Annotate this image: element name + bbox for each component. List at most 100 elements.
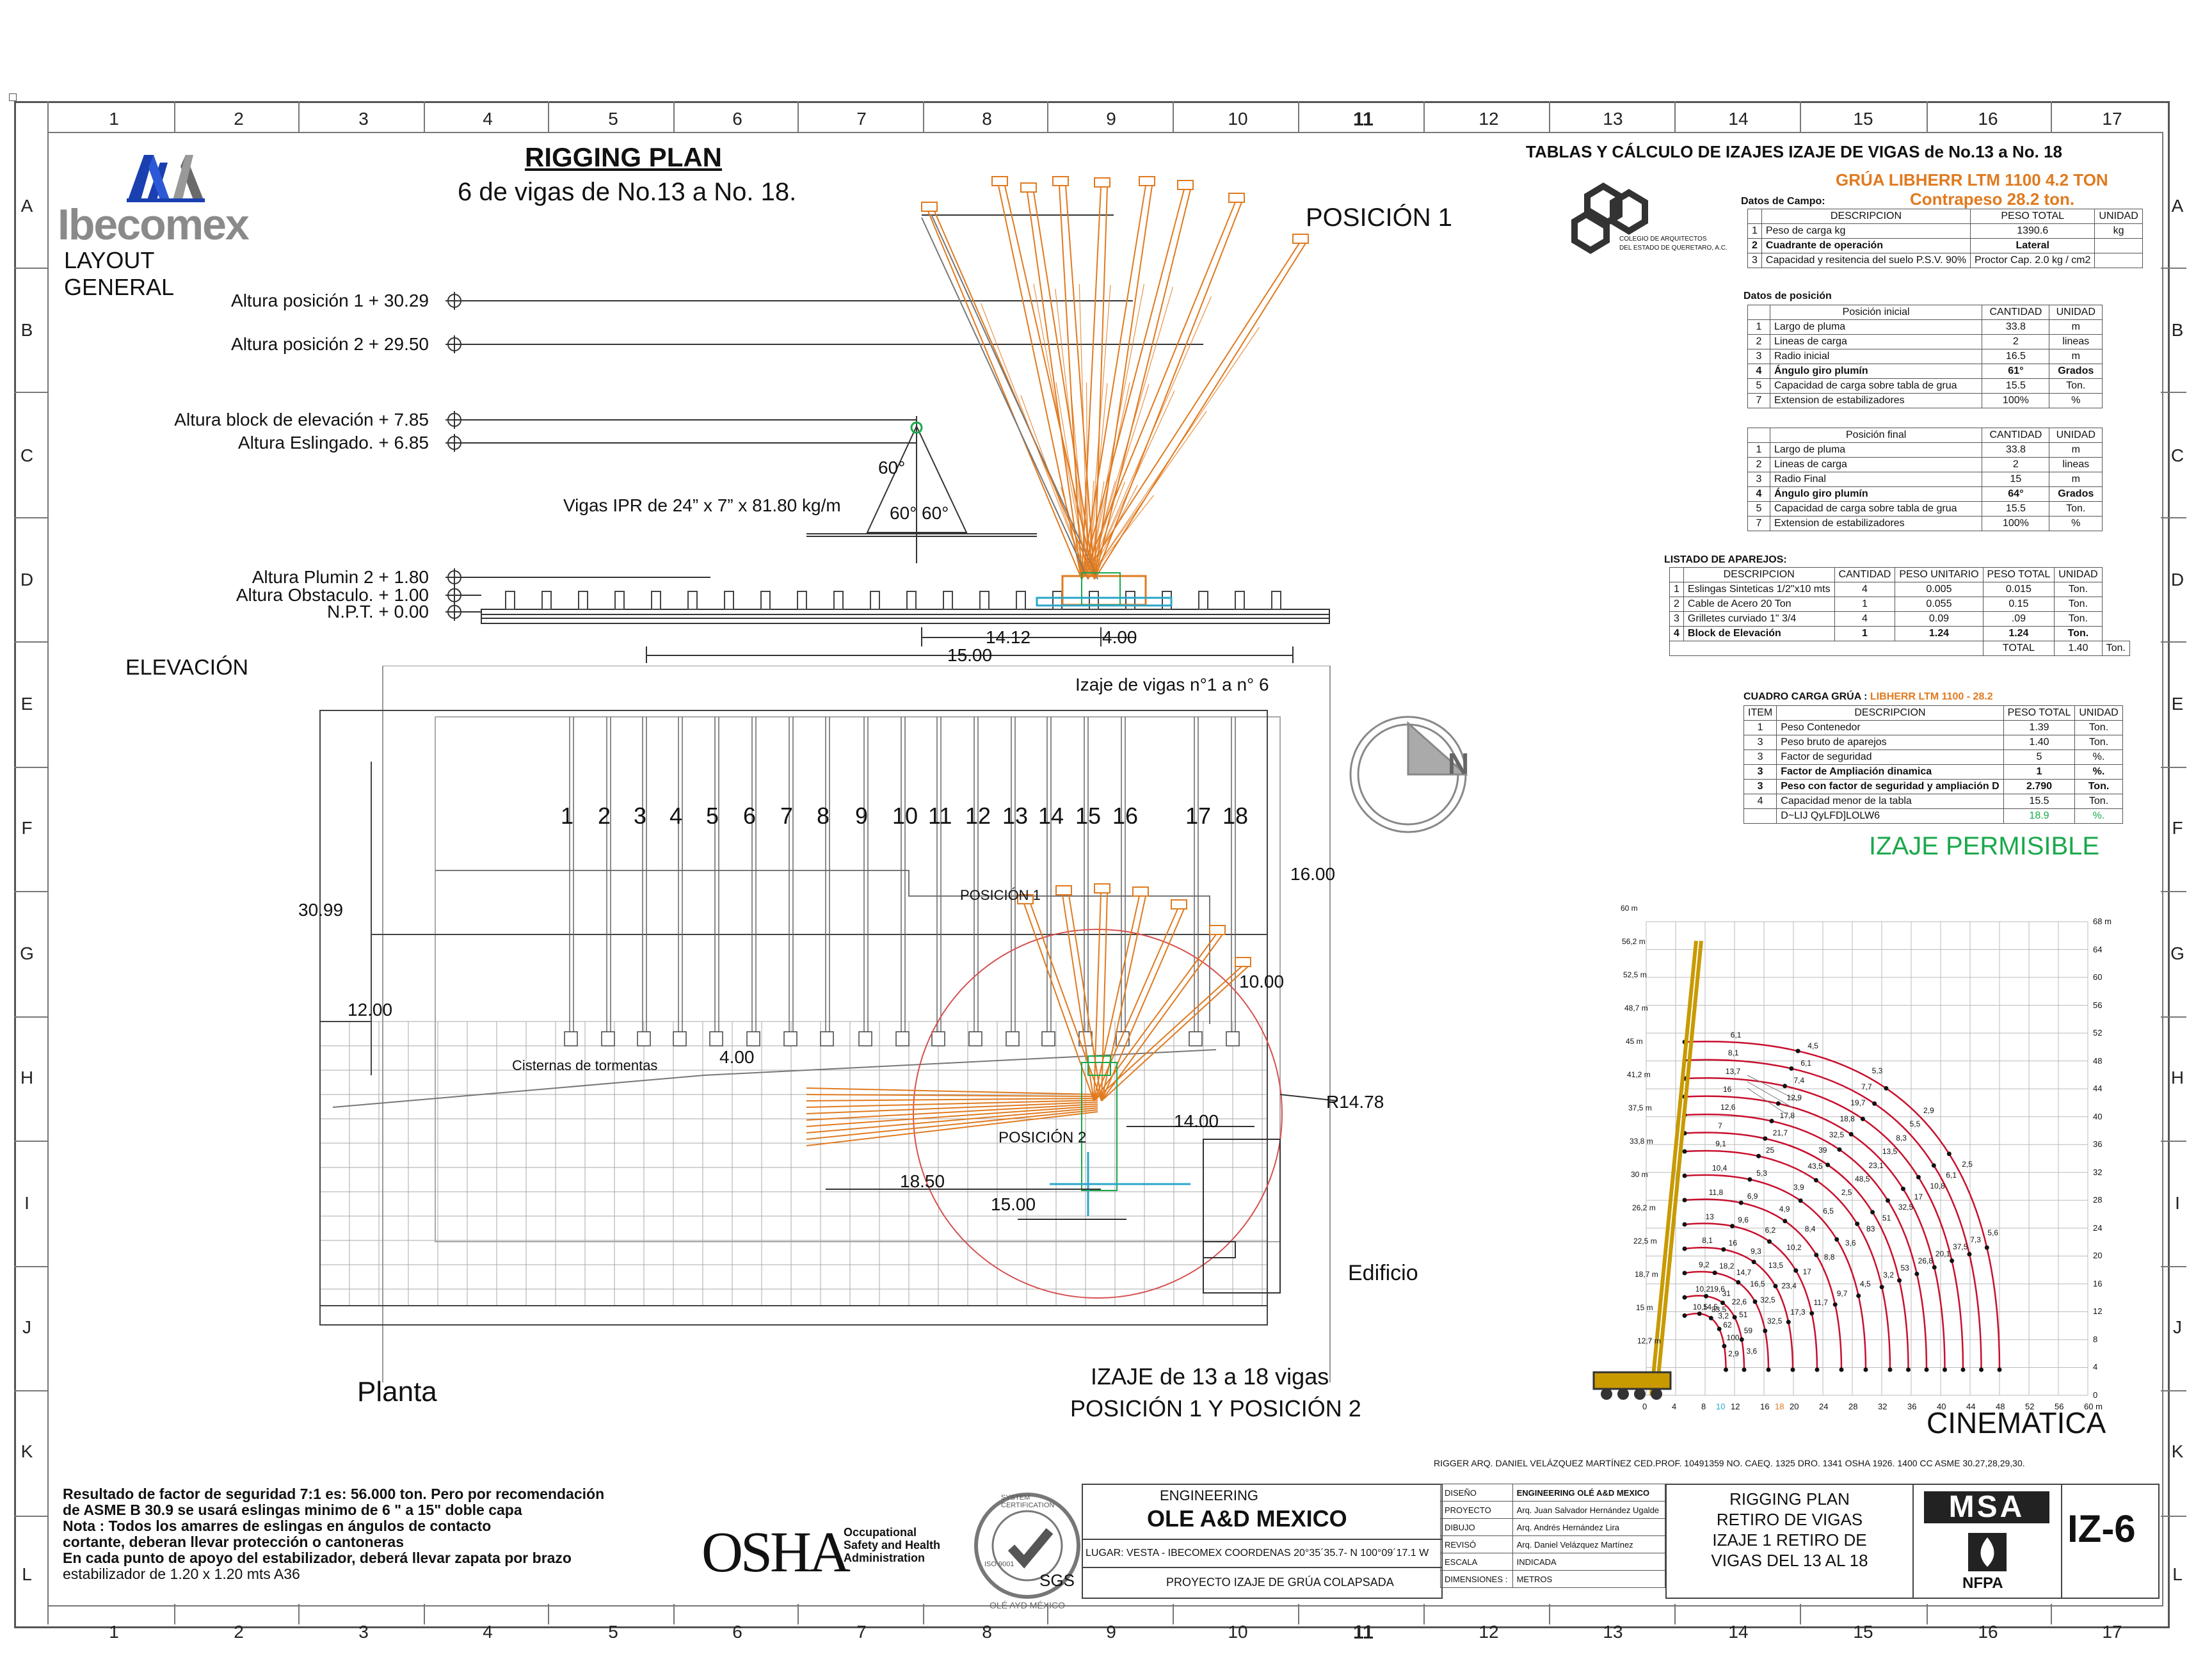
load-value-label: 18,2 (1719, 1262, 1735, 1271)
table-cell: 4 (1834, 582, 1896, 597)
table-cell: 1.40 (2003, 735, 2076, 750)
grid-row-right-G: G (2170, 943, 2184, 963)
counterweight-label: Contrapeso 28.2 ton. (1910, 189, 2075, 209)
x-tick-label: 60 m (2084, 1402, 2103, 1411)
grid-col-bottom-16: 16 (1978, 1622, 1998, 1642)
layout-general-label: LAYOUT GENERAL (64, 247, 175, 300)
table-cell: Extension de estabilizadores (1769, 393, 1983, 408)
table-cell: 1 (1747, 223, 1762, 239)
table-row: DIMENSIONES :METROS (1440, 1570, 1666, 1588)
grid-col-top-14: 14 (1728, 109, 1749, 129)
load-value-label: 51 (1739, 1310, 1748, 1319)
table-cell: Extension de estabilizadores (1769, 516, 1983, 531)
grid-col-bottom-14: 14 (1728, 1622, 1749, 1642)
load-value-label: 16,5 (1750, 1279, 1765, 1288)
table-cell: 15.5 (2003, 794, 2076, 809)
grid-row-right-D: D (2170, 570, 2184, 589)
load-value-label: 6,2 (1765, 1225, 1776, 1235)
grid-row-left-B: B (20, 320, 33, 340)
msa-logo: MSA (1924, 1491, 2049, 1523)
load-value-label: 21,7 (1772, 1128, 1788, 1137)
load-title-crane: LIBHERR LTM 1100 - 28.2 (1870, 691, 1993, 702)
beam-spec-label: Vigas IPR de 24” x 7” x 81.80 kg/m (563, 495, 841, 515)
table-cell: UNIDAD (2049, 428, 2103, 443)
load-value-label: 6,1 (1800, 1058, 1812, 1068)
x-tick-label: 12 (1731, 1402, 1740, 1411)
cisterns-label: Cisternas de tormentas (512, 1057, 658, 1073)
y-tick-label: 48 (2093, 1055, 2103, 1066)
load-value-label: 4,5 (1860, 1279, 1871, 1289)
iso-label: ISO 9001 (984, 1560, 1014, 1568)
table-cell: %. (2074, 764, 2123, 780)
beam-number-5: 5 (706, 803, 719, 829)
table-cell: UNIDAD (2049, 305, 2103, 320)
table-cell: 16.5 (1982, 349, 2050, 364)
table-cell (1743, 808, 1777, 824)
load-value-label: 19,7 (1850, 1098, 1866, 1107)
table-cell: 2 (1747, 334, 1770, 349)
drawing-area (47, 132, 2163, 1607)
grid-row-left-H: H (20, 1068, 34, 1087)
table-cell: % (2049, 393, 2103, 408)
load-value-label: 4,9 (1779, 1204, 1790, 1214)
grid-tick (2161, 1390, 2186, 1391)
height-label: Altura Eslingado. + 6.85 (237, 433, 429, 453)
osha-desc-2: Safety and Health (844, 1539, 941, 1551)
table-cell: Ton. (2074, 779, 2123, 794)
beam-number-13: 13 (1002, 803, 1029, 829)
load-value-label: 17,8 (1779, 1110, 1795, 1120)
table-cell: PESO TOTAL (1969, 209, 2096, 224)
load-value-label: 83 (1866, 1224, 1875, 1233)
table-cell: 3 (1743, 779, 1777, 794)
y-tick-label: 52 (2093, 1028, 2103, 1038)
x-tick-label: 0 (1642, 1402, 1647, 1411)
elevation-drawing (445, 176, 1330, 663)
building-label: Edificio (1348, 1261, 1418, 1285)
grid-tick (673, 1604, 675, 1624)
load-value-label: 2,9 (1728, 1349, 1739, 1358)
table-cell: 1.39 (2003, 720, 2076, 735)
load-value-label: 10,5 (1692, 1302, 1708, 1312)
note-line: cortante, deberan llevar protección o ca… (63, 1534, 404, 1550)
boom-length-label: 52,5 m (1623, 970, 1647, 979)
project-box: PROYECTO IZAJE DE GRÚA COLAPSADA (1082, 1567, 1443, 1599)
note-line: de ASME B 30.9 se usará eslingas minimo … (63, 1502, 522, 1518)
grid-tick (673, 101, 675, 132)
grid-tick (923, 1604, 924, 1624)
load-value-label: 19,6 (1710, 1285, 1725, 1294)
table-cell: 1390.6 (1969, 223, 2096, 239)
grid-row-left-G: G (20, 943, 34, 963)
beam-number-12: 12 (965, 803, 991, 829)
beam-number-4: 4 (669, 803, 683, 829)
load-value-label: 17,3 (1790, 1307, 1806, 1317)
load-value-label: 26,8 (1918, 1256, 1933, 1265)
load-value-label: 10,2 (1695, 1284, 1711, 1294)
table-cell: 61° (1982, 364, 2050, 379)
beam-number-15: 15 (1075, 803, 1102, 829)
x-tick-label: 52 (2025, 1402, 2035, 1411)
grid-tick (14, 1016, 47, 1018)
table-cell: 33.8 (1982, 319, 2050, 335)
load-value-label: 53 (1900, 1263, 1909, 1272)
grid-col-top-16: 16 (1978, 109, 1998, 129)
table-cell: 1 (1834, 597, 1896, 612)
table-cell: 4 (1747, 486, 1770, 502)
grid-tick (14, 517, 47, 518)
table-cell: Posición inicial (1769, 305, 1983, 320)
table-cell: 4 (1743, 794, 1777, 809)
ibecomex-logo: Ibecomex LAYOUT GENERAL (58, 148, 269, 300)
table-cell: 2 (1747, 238, 1762, 253)
load-value-label: 32,5 (1898, 1203, 1914, 1212)
tables-title: TABLAS Y CÁLCULO DE IZAJES IZAJE DE VIGA… (1526, 142, 2062, 161)
table-cell: TOTAL (1982, 641, 2055, 656)
grid-tick (1549, 101, 1550, 132)
load-value-label: 13,5 (1882, 1147, 1898, 1157)
grid-tick (2161, 641, 2186, 643)
grid-tick (424, 101, 425, 132)
table-cell: 1 (1669, 582, 1684, 597)
